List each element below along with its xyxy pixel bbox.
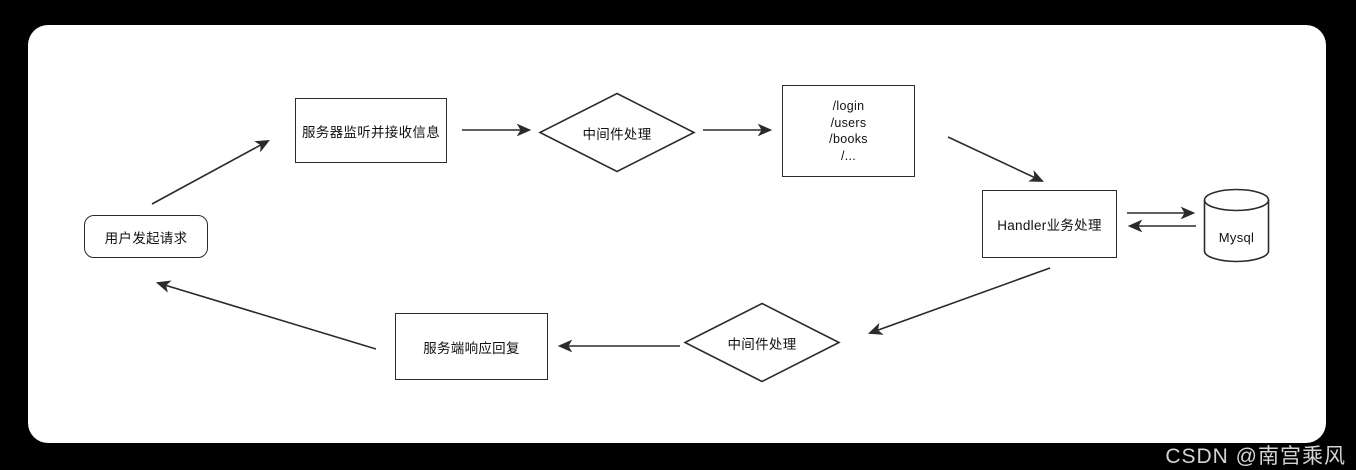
node-routes: /login /users /books /... [782,85,915,177]
node-user-request-label: 用户发起请求 [104,230,188,246]
route-list: /login /users /books /... [829,98,868,164]
node-middleware-top: 中间件处理 [538,92,696,173]
node-database: Mysql [1203,188,1270,263]
node-database-label: Mysql [1218,230,1255,245]
route-item: /books [829,132,868,146]
database-cylinder-icon [1203,188,1270,263]
route-item: /login [832,99,865,113]
diagram-canvas [28,25,1326,443]
node-handler-label: Handler业务处理 [997,218,1102,233]
node-server-response: 服务端响应回复 [395,313,548,380]
node-handler: Handler业务处理 [982,190,1117,258]
diamond-shape [538,92,696,173]
node-middleware-bottom: 中间件处理 [683,302,841,383]
route-item: /... [840,148,857,163]
node-server-listen-label: 服务器监听并接收信息 [302,124,440,140]
node-middleware-bottom-label: 中间件处理 [727,336,797,352]
route-item: /users [830,115,867,130]
node-server-response-label: 服务端响应回复 [423,340,520,356]
node-server-listen: 服务器监听并接收信息 [295,98,447,163]
node-middleware-top-label: 中间件处理 [582,126,652,142]
csdn-watermark: CSDN @南宫乘风 [1165,445,1346,468]
diamond-shape [683,302,841,383]
node-user-request: 用户发起请求 [84,215,208,258]
